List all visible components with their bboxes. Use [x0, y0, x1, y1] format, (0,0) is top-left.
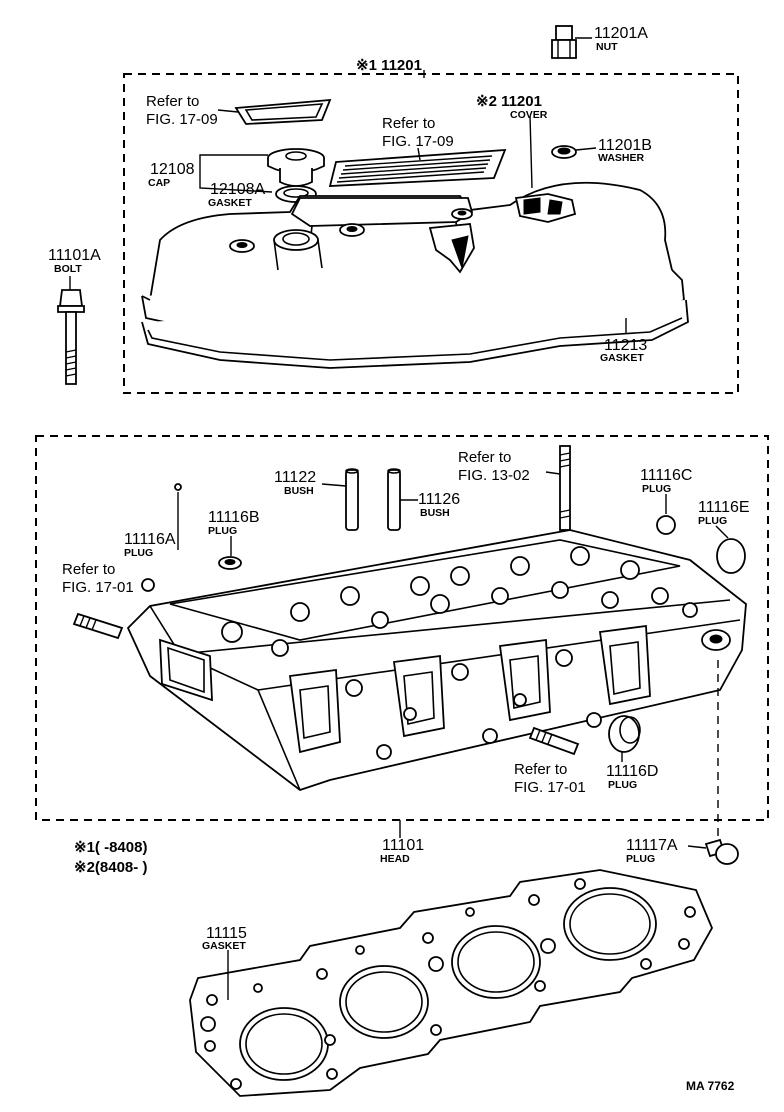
refer-13-02-line1: Refer to [458, 449, 511, 466]
footer-code: MA 7762 [686, 1079, 735, 1093]
cover-top-gasket-sheet [234, 98, 332, 125]
gasket-12108A-name: GASKET [208, 197, 252, 209]
head-gasket-part [189, 869, 714, 1097]
gasket-11213-name: GASKET [600, 352, 644, 364]
plug-11116A-part [141, 578, 155, 592]
refer-13-02-line2: FIG. 13-02 [458, 467, 530, 484]
cap-12108-number: 12108 [150, 161, 195, 178]
cylinder-head-boundary [35, 435, 769, 821]
long-stud-part [559, 445, 571, 531]
nut-11201A-name: NUT [596, 41, 618, 53]
plug-11116E-number: 11116E [698, 499, 750, 516]
bottom-stud-part [528, 726, 580, 756]
cover-assembly-boundary [123, 73, 739, 394]
plug-11116C-number: 11116C [640, 467, 692, 484]
bush-11122-part [345, 468, 359, 531]
cylinder-head-part [126, 529, 747, 792]
bush-11126-part [387, 468, 401, 531]
baffle-plate-part [328, 149, 507, 187]
left-stud-part [72, 612, 124, 640]
gasket-11115-name: GASKET [202, 940, 246, 952]
nut-11201A-number: 11201A [594, 25, 648, 42]
plug-11116B-part [218, 556, 242, 570]
plug-11116E-part [716, 538, 746, 574]
plug-11116A-name: PLUG [124, 547, 153, 559]
bush-11122-number: 11122 [274, 469, 316, 486]
cover-gasket-11213-part [141, 299, 689, 369]
refer-left-17-01-line1: Refer to [62, 561, 115, 578]
bush-11122-name: BUSH [284, 485, 314, 497]
plug-11116A-ring [174, 483, 182, 491]
refer-top-mid-line1: Refer to [382, 115, 435, 132]
plug-11116E-name: PLUG [698, 515, 727, 527]
plug-11116A-number: 11116A [124, 531, 176, 548]
head-11101-name: HEAD [380, 853, 410, 865]
bolt-11101A-name: BOLT [54, 263, 82, 275]
plug-11116C-part [656, 515, 676, 535]
note-2: ※2(8408- ) [74, 859, 147, 876]
cover-11201-name: COVER [510, 109, 548, 121]
plug-11116D-part [608, 715, 641, 753]
oil-filler-cap-part [267, 148, 325, 187]
note-1: ※1( -8408) [74, 839, 147, 856]
cover-11201-number: ※2 11201 [476, 93, 542, 110]
plug-11116C-name: PLUG [642, 483, 671, 495]
gasket-11115-number: 11115 [206, 925, 247, 942]
plug-11117A-number: 11117A [626, 837, 678, 854]
plug-11116B-number: 11116B [208, 509, 260, 526]
plug-11116B-name: PLUG [208, 525, 237, 537]
bolt-11101A-part [57, 289, 85, 385]
cap-12108-name: CAP [148, 177, 170, 189]
gasket-11213-number: 11213 [604, 337, 647, 354]
cover-assy-number: ※1 11201 [356, 57, 422, 74]
plug-11117A-name: PLUG [626, 853, 655, 865]
plug-11117A-part [704, 838, 739, 865]
refer-top-mid-line2: FIG. 17-09 [382, 133, 454, 150]
bush-11126-name: BUSH [420, 507, 450, 519]
plug-11116D-name: PLUG [608, 779, 637, 791]
washer-11201B-part [551, 145, 577, 159]
gasket-12108A-number: 12108A [210, 181, 265, 198]
washer-11201B-number: 11201B [598, 137, 652, 154]
refer-left-17-01-line2: FIG. 17-01 [62, 579, 134, 596]
refer-top-left-line1: Refer to [146, 93, 199, 110]
refer-bottom-17-01-line2: FIG. 17-01 [514, 779, 586, 796]
nut-11201A-part [551, 25, 577, 59]
plug-11116D-number: 11116D [606, 763, 658, 780]
bush-11126-number: 11126 [418, 491, 460, 508]
refer-bottom-17-01-line1: Refer to [514, 761, 567, 778]
bolt-11101A-number: 11101A [48, 247, 101, 264]
refer-top-left-line2: FIG. 17-09 [146, 111, 218, 128]
washer-11201B-name: WASHER [598, 152, 645, 164]
head-11101-number: 11101 [382, 837, 424, 854]
